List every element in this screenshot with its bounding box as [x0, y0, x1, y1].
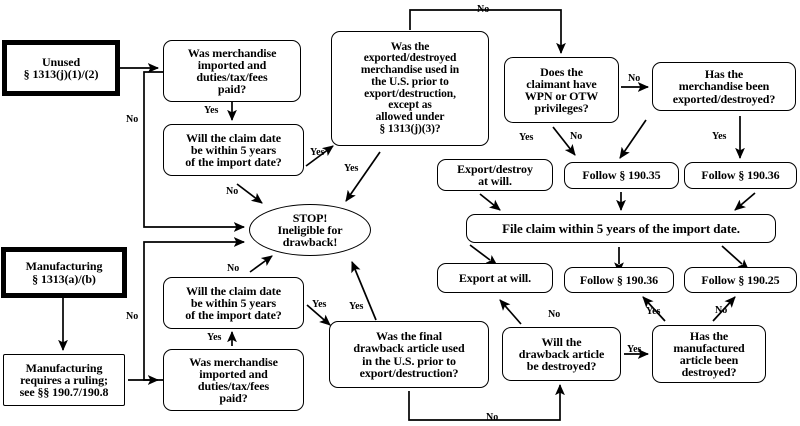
node-mfg_destroyed[interactable]: Has the manufactured article been destro…	[652, 325, 766, 383]
node-final_article_used[interactable]: Was the final drawback article used in t…	[329, 321, 489, 388]
lbl-yes-wpn: Yes	[519, 132, 534, 143]
lbl-yes-mfg-imported: Yes	[207, 332, 222, 343]
node-label-mfg_claim_date: Will the claim date be within 5 years of…	[185, 283, 282, 323]
e-used-no-top	[409, 9, 566, 55]
lbl-no-mfg-claim: No	[227, 263, 240, 274]
lbl-no-final-article: No	[486, 412, 499, 423]
e-final-no-loop	[408, 383, 565, 421]
node-label-unused_claim_date: Will the claim date be within 5 years of…	[185, 130, 282, 170]
node-label-final_article_used: Was the final drawback article used in t…	[353, 329, 465, 380]
edges	[58, 9, 756, 421]
node-wpn_otw[interactable]: Does the claimant have WPN or OTW privil…	[504, 57, 619, 123]
node-unused_claim_date[interactable]: Will the claim date be within 5 years of…	[163, 124, 304, 176]
node-label-follow_19036_top: Follow § 190.36	[701, 168, 780, 183]
e-merch-no-19035	[619, 119, 647, 159]
node-label-mfg_destroyed: Has the manufactured article been destro…	[673, 328, 745, 380]
node-label-follow_19025: Follow § 190.25	[701, 272, 780, 287]
lbl-yes-mfg-claim: Yes	[312, 299, 327, 310]
lbl-yes-merch-exported: Yes	[712, 131, 727, 142]
node-label-export_at_will: Export at will.	[458, 270, 532, 285]
e-unused-claim-yes-used	[305, 145, 334, 167]
node-unused_used_in_us[interactable]: Was the exported/destroyed merchandise u…	[331, 31, 489, 146]
lbl-no-unused-imported: No	[126, 114, 139, 125]
e-mfg-claim-no-stop	[249, 255, 273, 273]
node-follow_19025[interactable]: Follow § 190.25	[684, 267, 797, 293]
e-final-yes-stop	[351, 261, 377, 321]
node-mfg_claim_date[interactable]: Will the claim date be within 5 years of…	[163, 277, 304, 329]
node-label-mfg_ruling: Manufacturing requires a ruling; see §§ …	[19, 360, 109, 400]
lbl-yes-unused-imported: Yes	[204, 105, 219, 116]
node-label-merch_exported: Has the merchandise been exported/destro…	[672, 67, 776, 106]
node-label-mfg_start: Manufacturing § 1313(a)/(b)	[25, 259, 103, 286]
node-follow_19036_top[interactable]: Follow § 190.36	[684, 162, 797, 189]
lbl-yes-will-destroyed: Yes	[627, 344, 642, 355]
node-label-will_be_destroyed: Will the drawback article be destroyed?	[518, 334, 605, 374]
lbl-no-unused-claim: No	[226, 186, 239, 197]
e-19036top-file	[734, 192, 756, 211]
node-follow_19035[interactable]: Follow § 190.35	[564, 162, 679, 189]
e-mfgdest-yes-19036bot	[642, 296, 666, 322]
lbl-no-wpn: No	[628, 73, 641, 84]
e-mfg-no-up	[143, 237, 246, 381]
node-mfg_imported[interactable]: Was merchandise imported and duties/tax/…	[163, 349, 304, 411]
lbl-no-mfg-destroyed: No	[715, 305, 728, 316]
e-used-yes-stop	[345, 151, 381, 202]
e-unused-claim-no-stop	[236, 183, 263, 204]
node-label-file_claim: File claim within 5 years of the import …	[502, 220, 740, 236]
e-wpn-yes-export	[552, 126, 576, 156]
node-file_claim[interactable]: File claim within 5 years of the import …	[466, 214, 776, 243]
node-export_at_will[interactable]: Export at will.	[437, 263, 553, 293]
lbl-yes-mfg-destroyed: Yes	[646, 306, 661, 317]
node-label-wpn_otw: Does the claimant have WPN or OTW privil…	[524, 64, 599, 116]
e-willdestroy-no-exportwill	[499, 299, 522, 325]
lbl-no-mfg-imported: No	[126, 311, 139, 322]
node-label-stop: STOP! Ineligible for drawback!	[277, 210, 343, 250]
node-unused_start[interactable]: Unused § 1313(j)(1)/(2)	[5, 43, 117, 93]
node-export_destroy_will[interactable]: Export/destroy at will.	[437, 159, 553, 191]
node-label-export_destroy_will: Export/destroy at will.	[457, 161, 533, 188]
node-stop[interactable]: STOP! Ineligible for drawback!	[249, 204, 371, 256]
lbl-yes-used-in-us: Yes	[344, 163, 359, 174]
e-mfg-claim-yes-final	[306, 304, 331, 326]
lbl-yes-final-article: Yes	[349, 301, 364, 312]
node-mfg_start[interactable]: Manufacturing § 1313(a)/(b)	[4, 250, 124, 295]
node-label-follow_19036_bot: Follow § 190.36	[579, 272, 659, 287]
lbl-yes-unused-claim: Yes	[310, 147, 325, 158]
lbl-no-will-destroyed: No	[548, 309, 561, 320]
node-follow_19036_bot[interactable]: Follow § 190.36	[564, 267, 674, 293]
lbl-no-merch-exported: No	[570, 131, 583, 142]
e-exportwill-file	[469, 244, 498, 266]
node-label-mfg_imported: Was merchandise imported and duties/tax/…	[189, 354, 278, 406]
node-mfg_ruling[interactable]: Manufacturing requires a ruling; see §§ …	[3, 354, 125, 406]
lbl-no-top: No	[477, 4, 490, 15]
node-will_be_destroyed[interactable]: Will the drawback article be destroyed?	[502, 327, 621, 381]
node-label-follow_19035: Follow § 190.35	[582, 168, 661, 183]
e-mfgdest-no-19025	[712, 296, 736, 322]
node-unused_imported[interactable]: Was merchandise imported and duties/tax/…	[163, 40, 301, 102]
node-label-unused_imported: Was merchandise imported and duties/tax/…	[187, 45, 277, 97]
node-label-unused_start: Unused § 1313(j)(1)/(2)	[23, 54, 99, 81]
node-merch_exported[interactable]: Has the merchandise been exported/destro…	[652, 62, 796, 111]
e-unused-no-down	[143, 71, 246, 232]
node-label-unused_used_in_us: Was the exported/destroyed merchandise u…	[360, 40, 460, 135]
e-19025-file	[721, 245, 750, 271]
e-exportdestroy-file	[479, 193, 501, 211]
